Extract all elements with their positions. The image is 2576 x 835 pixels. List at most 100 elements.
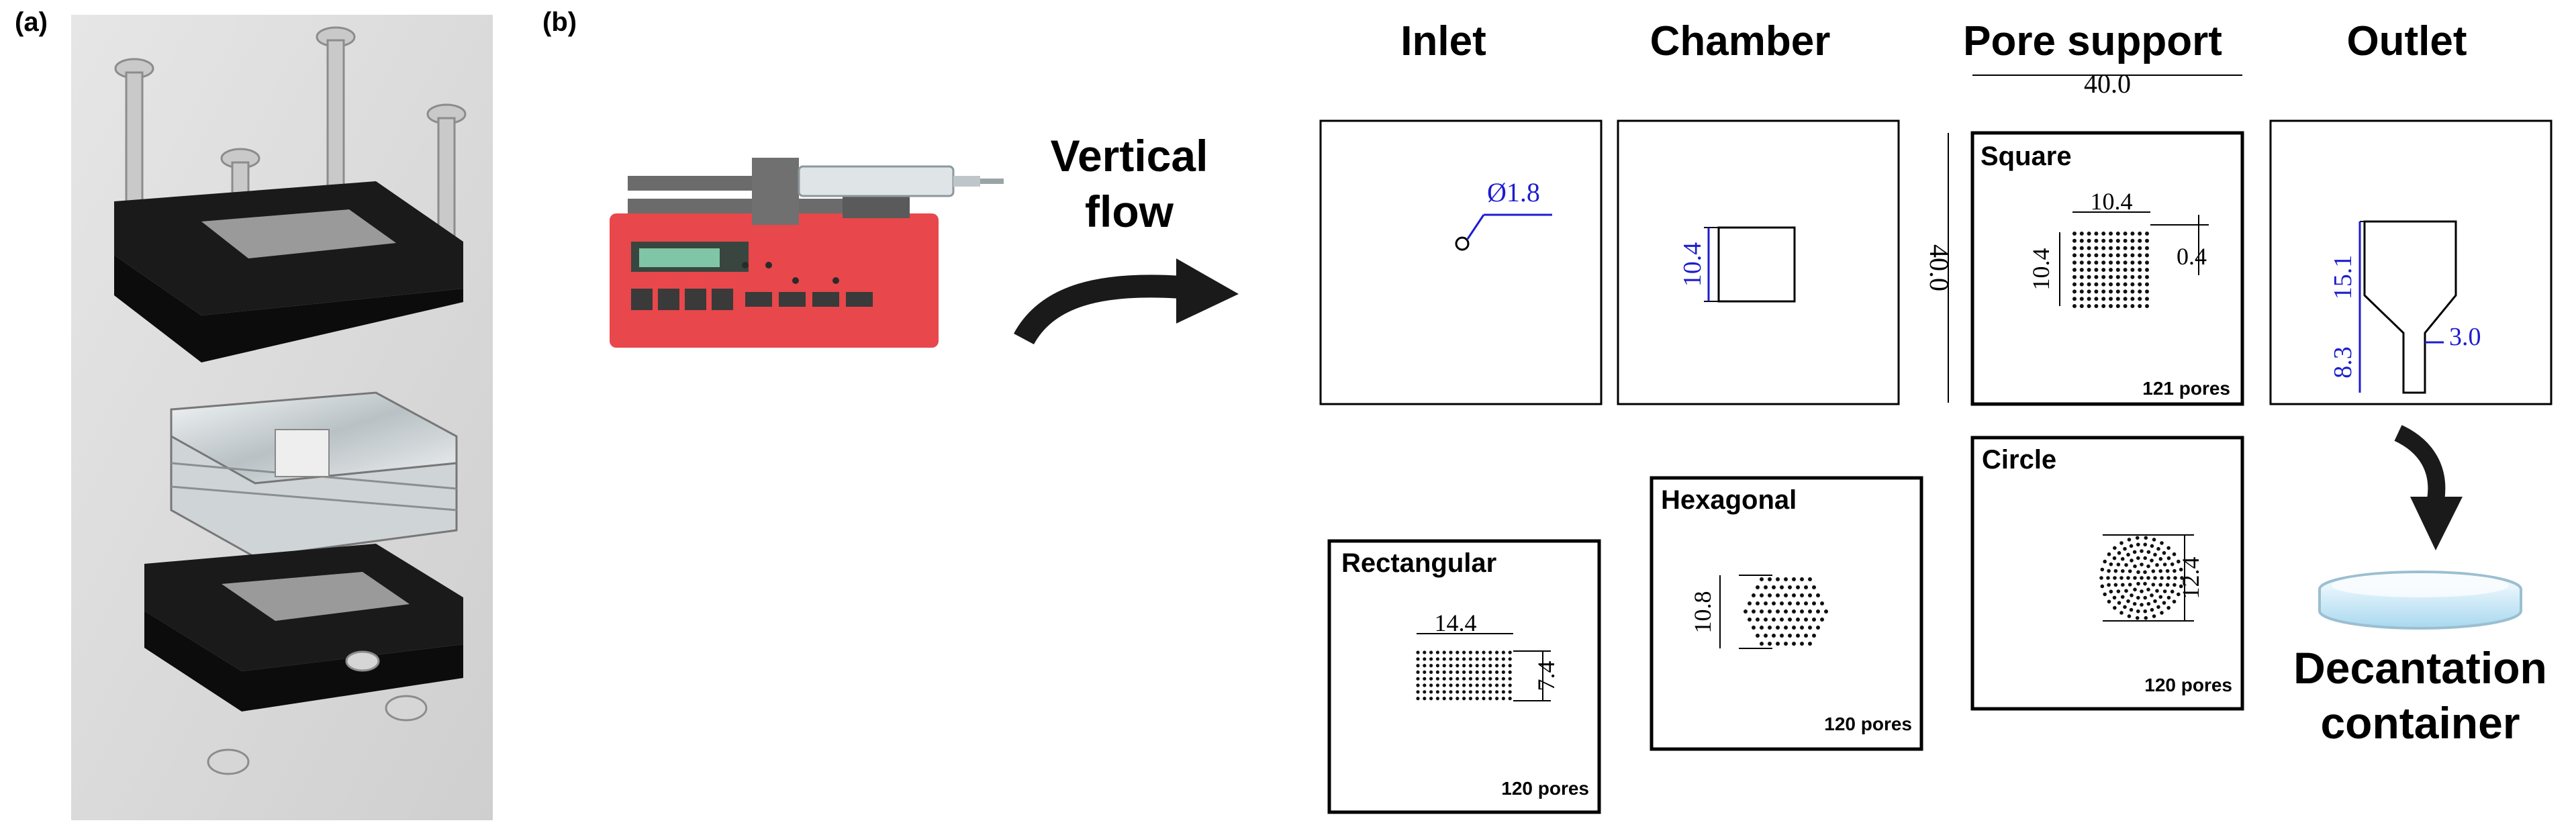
pore-dot xyxy=(1495,657,1499,661)
pore-dot xyxy=(2109,260,2113,265)
pore-dot xyxy=(1776,626,1780,630)
pore-dot xyxy=(1772,634,1776,638)
pore-dot xyxy=(2103,592,2107,597)
pore-dot xyxy=(2152,614,2156,618)
vertical-flow-label-line2: flow xyxy=(1085,187,1174,236)
pore-dot xyxy=(2162,601,2166,605)
pore-dot xyxy=(2166,556,2171,560)
pore-dot xyxy=(1442,677,1446,681)
pore-dot xyxy=(2087,297,2091,301)
pore-dot xyxy=(1423,690,1427,694)
pore-dot xyxy=(1796,618,1800,622)
pore-dot xyxy=(1482,697,1486,701)
pore-dot xyxy=(1764,601,1768,605)
pore-dot xyxy=(1462,677,1466,681)
pore-dot xyxy=(1760,642,1764,646)
pore-dot xyxy=(2094,238,2099,243)
pore-dot xyxy=(2138,282,2142,287)
panel-label-b: (b) xyxy=(542,7,577,37)
pore-dot xyxy=(2143,595,2148,600)
pore-dot xyxy=(2126,599,2130,603)
pore-dot xyxy=(2087,260,2091,265)
pore-dot xyxy=(1784,577,1788,581)
pore-dot xyxy=(1784,626,1788,630)
pore-dot xyxy=(1764,585,1768,589)
pore-dot xyxy=(1756,618,1760,622)
pore-dot xyxy=(1748,601,1752,605)
pore-dot xyxy=(2115,304,2120,308)
square-pore-array xyxy=(2072,232,2149,308)
pore-dot xyxy=(1752,609,1756,613)
pore-dot xyxy=(1784,642,1788,646)
pore-dot xyxy=(2145,282,2149,287)
pore-dot xyxy=(1495,690,1499,694)
pore-dot xyxy=(2101,275,2106,279)
square-height-label: 10.4 xyxy=(2028,248,2054,291)
pore-dot xyxy=(2132,550,2137,554)
pore-dot xyxy=(2113,605,2117,610)
pore-dot xyxy=(2123,253,2128,258)
pore-dot xyxy=(2115,289,2120,294)
pore-dot xyxy=(1501,664,1505,668)
pore-dot xyxy=(2133,576,2137,580)
pore-dot xyxy=(1468,664,1472,668)
pore-dot xyxy=(1468,670,1472,675)
pore-dot xyxy=(1416,677,1420,681)
rectangular-pore-count: 120 pores xyxy=(1501,778,1589,799)
pore-dot xyxy=(1808,642,1812,646)
pore-dot xyxy=(2160,576,2164,580)
pore-dot xyxy=(2130,289,2135,294)
pore-dot xyxy=(2109,275,2113,279)
pore-dot xyxy=(2079,253,2084,258)
pore-dot xyxy=(1449,657,1453,661)
pore-dot xyxy=(2140,549,2144,553)
pore-dot xyxy=(1423,683,1427,687)
pore-dot xyxy=(1456,650,1460,654)
pore-dot xyxy=(1442,664,1446,668)
header-chamber: Chamber xyxy=(1650,18,1831,64)
pore-dot xyxy=(2180,576,2184,580)
pore-dot xyxy=(2146,550,2151,554)
pore-dot xyxy=(2109,238,2113,243)
pore-dot xyxy=(1812,601,1816,605)
pore-dot xyxy=(1772,601,1776,605)
pore-dot xyxy=(2143,542,2148,547)
acrylic-chip-stack xyxy=(170,391,458,558)
pore-dot xyxy=(1442,683,1446,687)
pore-dot xyxy=(2094,282,2099,287)
pore-dot xyxy=(2165,569,2170,573)
pore-dot xyxy=(1752,626,1756,630)
pore-dot xyxy=(1475,664,1479,668)
pore-dot xyxy=(2087,238,2091,243)
pore-dot xyxy=(1768,577,1772,581)
pore-dot xyxy=(1475,677,1479,681)
pore-dot xyxy=(2100,584,2105,589)
pore-dot xyxy=(2094,297,2099,301)
pore-dot xyxy=(1764,634,1768,638)
pore-dot xyxy=(1488,677,1492,681)
pore-dot xyxy=(2094,268,2099,272)
pore-dot xyxy=(1756,585,1760,589)
pore-dot xyxy=(2146,601,2151,606)
pore-dot xyxy=(2140,562,2144,567)
pore-dot xyxy=(2145,289,2149,294)
pore-dot xyxy=(2116,589,2121,593)
header-pore-support: Pore support xyxy=(1963,18,2222,64)
pore-dot xyxy=(2113,569,2118,573)
pore-dot xyxy=(2123,289,2128,294)
pore-dot xyxy=(2087,268,2091,272)
pore-dot xyxy=(1508,677,1512,681)
outlet-lower-height-label: 8.3 xyxy=(2329,346,2357,379)
outlet-upper-height-label: 15.1 xyxy=(2329,255,2357,300)
pore-dot xyxy=(2153,599,2157,603)
pore-dot xyxy=(1423,657,1427,661)
pore-dot xyxy=(1804,618,1808,622)
pore-dot xyxy=(2128,569,2132,573)
exploded-assembly-render xyxy=(114,26,467,775)
pore-dot xyxy=(1756,601,1760,605)
pore-dot xyxy=(2133,587,2137,592)
pore-dot xyxy=(1423,650,1427,654)
pore-dot xyxy=(2117,601,2121,605)
rectangular-width-label: 14.4 xyxy=(1435,609,1477,636)
pore-dot xyxy=(2107,599,2111,604)
